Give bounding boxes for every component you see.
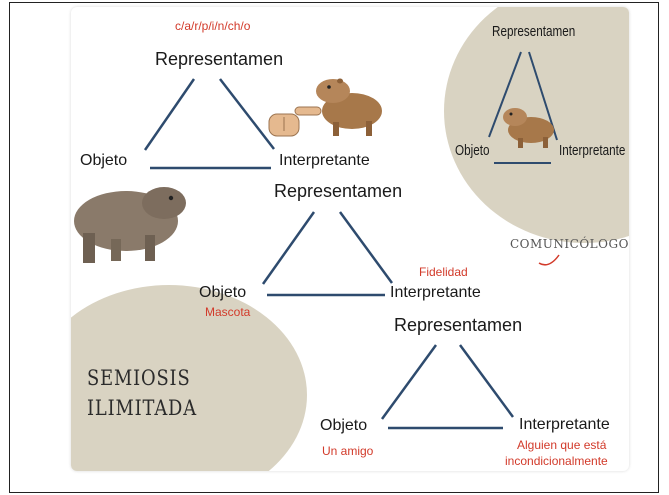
diagram-title-line1: SEMIOSIS <box>87 363 197 393</box>
triad3-interpretante-note-line2: incondicionalmente <box>505 454 608 468</box>
triad2-interpretante: Interpretante <box>390 284 481 302</box>
triad1-objeto: Objeto <box>80 152 127 170</box>
triad2-line-right <box>340 212 392 283</box>
triad2-interpretante-note: Fidelidad <box>419 265 468 279</box>
diagram-title: SEMIOSIS ILIMITADA <box>87 363 197 423</box>
capybara-cartoon-icon <box>316 79 382 137</box>
triad3-line-left <box>382 345 436 419</box>
semiosis-diagram: c/a/r/p/i/n/ch/o Representamen Objeto In… <box>71 7 629 471</box>
triad2-representamen: Representamen <box>274 181 402 202</box>
brand-swoosh-icon <box>539 255 559 265</box>
brand-logo: COMUNICÓLOGOS <box>510 237 629 251</box>
triad2-line-left <box>263 212 314 284</box>
figure-frame: c/a/r/p/i/n/ch/o Representamen Objeto In… <box>9 2 659 493</box>
triad3-objeto: Objeto <box>320 417 367 435</box>
triad1-interpretante: Interpretante <box>279 152 370 170</box>
triad3-objeto-note: Un amigo <box>322 444 373 458</box>
triad2-objeto: Objeto <box>199 284 246 302</box>
triad1-line-left <box>145 79 194 150</box>
triad3-representamen: Representamen <box>394 315 522 336</box>
diagram-title-line2: ILIMITADA <box>87 393 197 423</box>
triad2-objeto-note: Mascota <box>205 305 250 319</box>
triad1-line-right <box>220 79 274 149</box>
capybara-photo-icon <box>74 187 186 263</box>
triad1-annotation: c/a/r/p/i/n/ch/o <box>175 19 250 33</box>
inset-representamen: Representamen <box>492 23 575 40</box>
triad3-interpretante-note-line1: Alguien que está <box>517 438 606 452</box>
triad3-line-right <box>460 345 513 417</box>
inset-interpretante: Interpretante <box>559 142 625 159</box>
triad3-interpretante: Interpretante <box>519 416 610 434</box>
triad1-representamen: Representamen <box>155 49 283 70</box>
inset-objeto: Objeto <box>455 142 489 159</box>
pointing-hand-icon <box>269 107 321 136</box>
